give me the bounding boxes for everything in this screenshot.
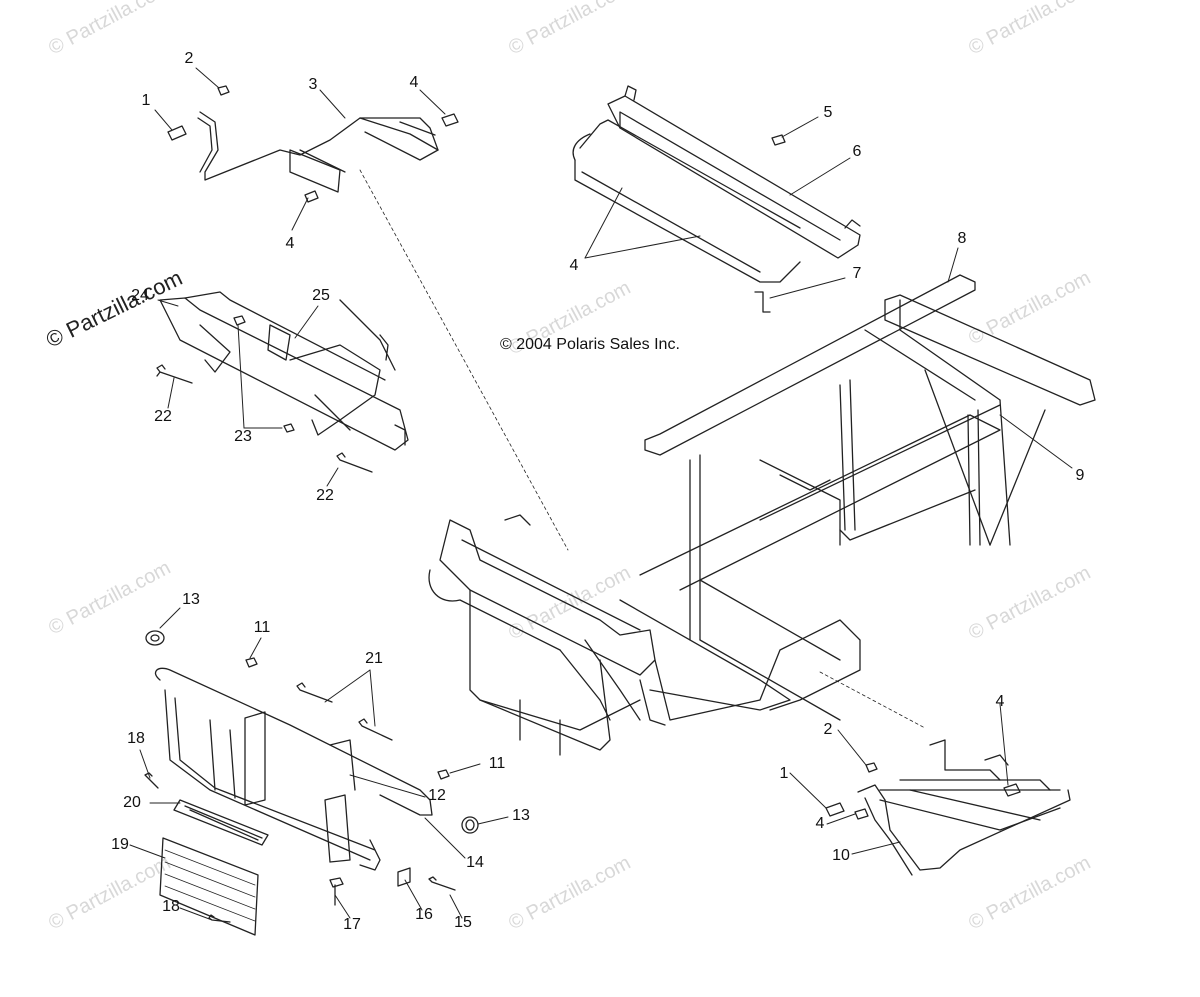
part-number-23: 23 [234,428,252,445]
part-number-25: 25 [312,287,330,304]
part-number-4: 4 [569,257,579,274]
part-number-4: 4 [285,235,295,252]
rear-bracket-drawing [197,111,439,193]
part-number-15: 15 [454,914,472,931]
assembly-line [819,671,926,729]
part-number-13: 13 [512,807,530,824]
part-number-9: 9 [1075,467,1085,484]
part-number-8: 8 [957,230,967,247]
grille-drawing [159,837,259,936]
part-number-22: 22 [154,408,172,425]
part-number-4: 4 [815,815,825,832]
part-number-2: 2 [184,50,194,67]
rack-frame-drawing [572,85,861,283]
part-number-14: 14 [466,854,484,871]
part-number-7: 7 [852,265,862,282]
part-number-1: 1 [779,765,789,782]
pin-drawing [754,291,771,313]
rear-step-drawing [857,739,1071,876]
part-number-24: 24 [131,287,149,304]
part-number-11: 11 [253,619,271,636]
part-number-22: 22 [316,487,334,504]
leader-lines [129,67,1073,921]
part-number-4: 4 [995,693,1005,710]
part-number-19: 19 [111,836,129,853]
part-number-18: 18 [162,898,180,915]
main-chassis-drawing [428,274,1096,756]
part-number-6: 6 [852,143,862,160]
part-number-21: 21 [365,650,383,667]
part-number-16: 16 [415,906,433,923]
part-number-20: 20 [123,794,141,811]
part-number-3: 3 [308,76,318,93]
part-number-1: 1 [141,92,151,109]
part-number-18: 18 [127,730,145,747]
front-bumper-drawing [154,667,433,871]
bolt-drawings [156,315,373,473]
grommet-drawing [145,630,165,646]
part-number-5: 5 [823,104,833,121]
fastener-drawings [167,85,786,203]
part-number-17: 17 [343,916,361,933]
assembly-line [359,169,569,551]
part-number-13: 13 [182,591,200,608]
copyright-notice: © 2004 Polaris Sales Inc. [500,336,680,353]
part-number-4: 4 [409,74,419,91]
grille-strip-drawing [173,799,269,846]
part-number-2: 2 [823,721,833,738]
part-number-12: 12 [428,787,446,804]
part-number-10: 10 [832,847,850,864]
part-number-11: 11 [488,755,506,772]
front-cross-member-drawing [159,291,409,451]
